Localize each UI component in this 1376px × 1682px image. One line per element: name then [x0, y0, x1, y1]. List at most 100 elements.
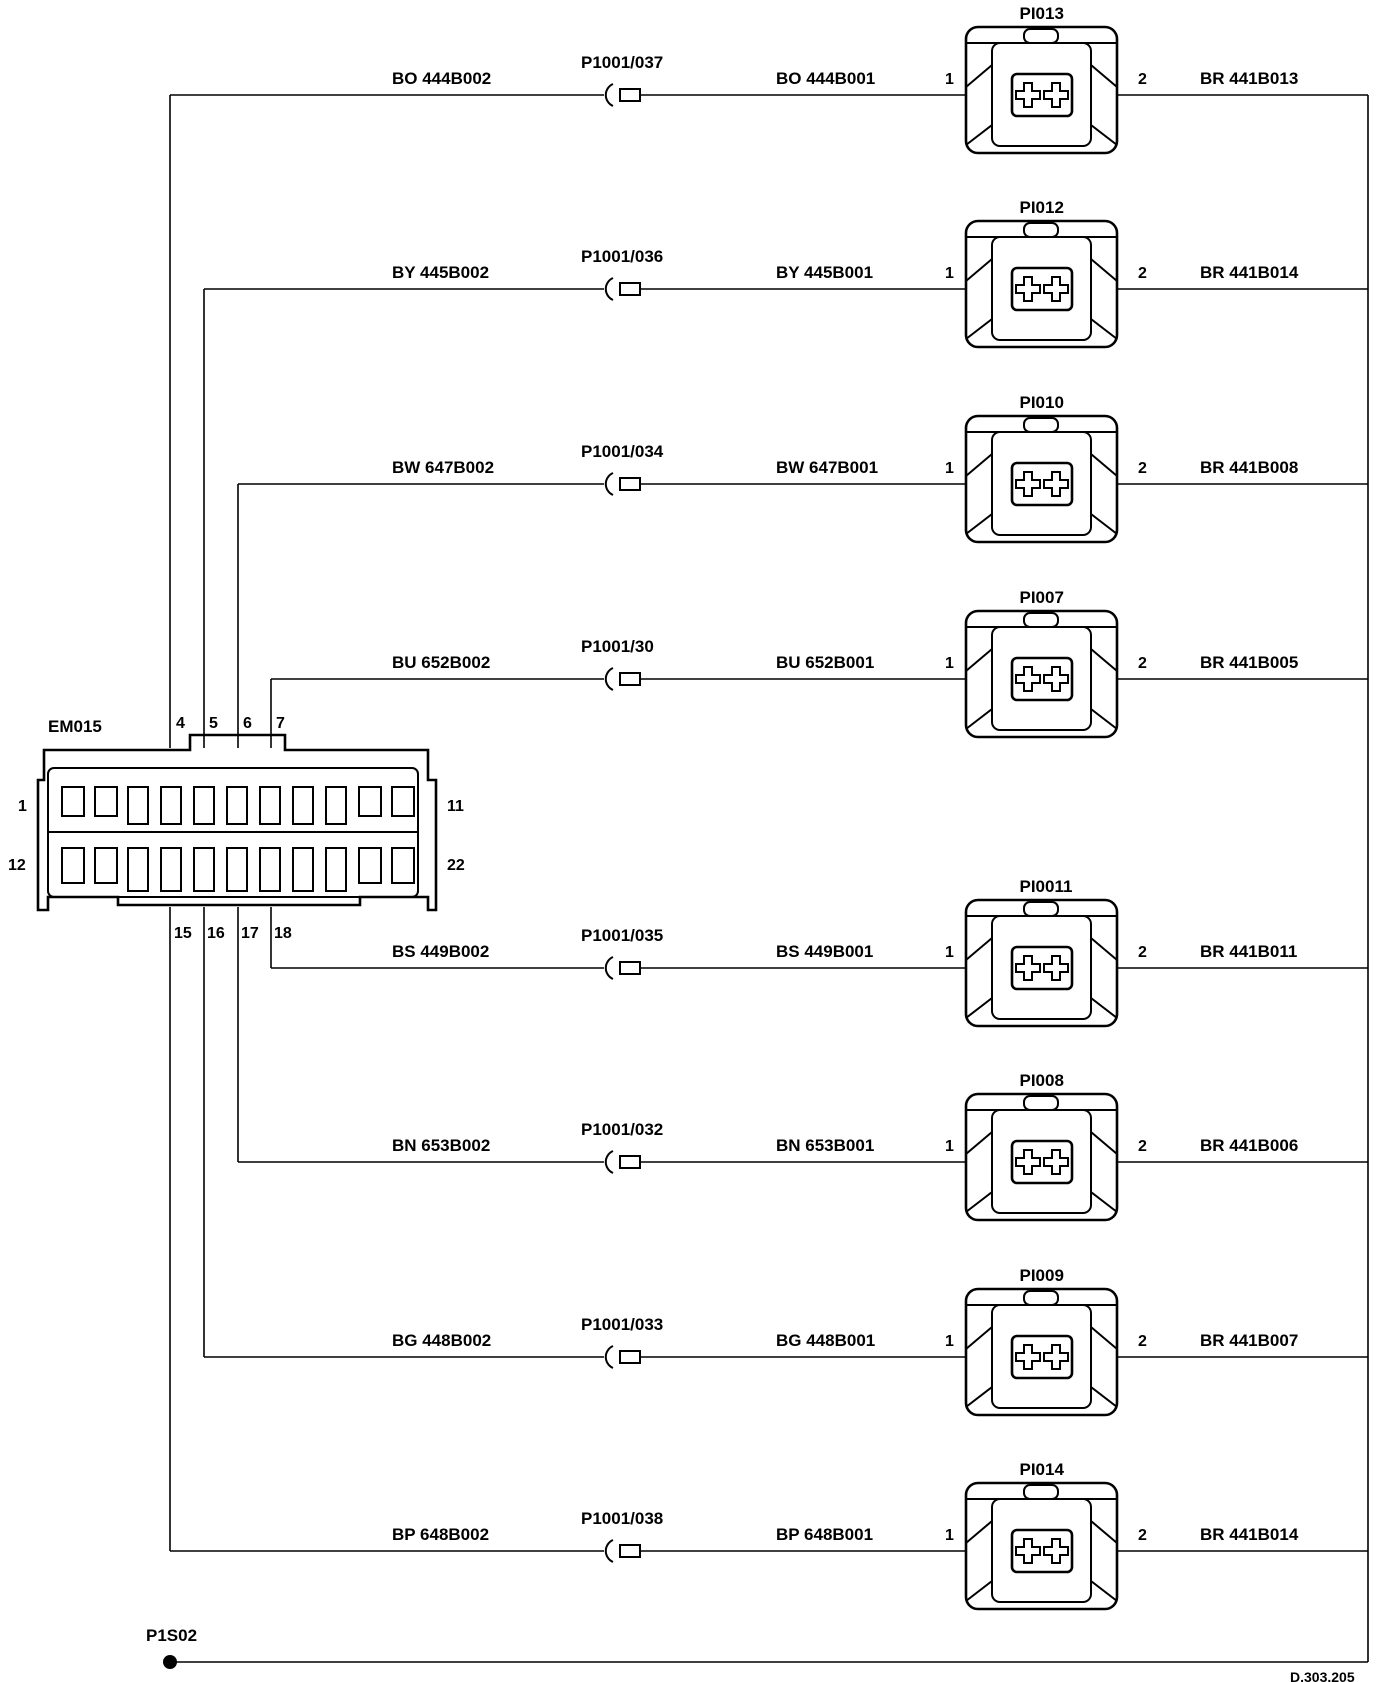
- inline-connector-male-icon: [619, 961, 641, 975]
- inline-connector-female-icon: [604, 1150, 614, 1174]
- component-housing: [964, 898, 1119, 1028]
- component-label: PI013: [1020, 4, 1064, 23]
- left-wire-label: BP 648B002: [392, 1525, 489, 1544]
- component-pin-2-label: 2: [1138, 944, 1147, 961]
- inline-connector-female-icon: [604, 1345, 614, 1369]
- left-wire-label: BU 652B002: [392, 653, 490, 672]
- terminal-pin-icon: [1015, 82, 1041, 108]
- connector-cavity: [391, 847, 415, 884]
- component-connector: [964, 898, 1119, 1028]
- terminal-pin-icon: [1015, 666, 1041, 692]
- return-wire-label: BR 441B007: [1200, 1331, 1298, 1350]
- left-wire-label: BY 445B002: [392, 263, 489, 282]
- inline-connector-male-icon: [619, 1155, 641, 1169]
- right-wire-label: BU 652B001: [776, 653, 874, 672]
- inline-connector-label: P1001/032: [581, 1120, 663, 1139]
- pin-label-22: 22: [447, 857, 465, 874]
- left-wire-label: BN 653B002: [392, 1136, 490, 1155]
- component-latch: [1023, 901, 1059, 917]
- component-pin-2-label: 2: [1138, 460, 1147, 477]
- connector-cavity: [193, 847, 215, 892]
- component-label: PI009: [1020, 1266, 1064, 1285]
- component-wedge-right: [1090, 451, 1118, 535]
- component-terminal-block: [1010, 461, 1074, 507]
- terminal-pin-icon: [1043, 1538, 1069, 1564]
- return-wire-label: BR 441B006: [1200, 1136, 1298, 1155]
- component-housing: [964, 219, 1119, 349]
- component-face: [991, 431, 1092, 536]
- component-pin-1-label: 1: [945, 1527, 954, 1544]
- terminal-pin-icon: [1043, 276, 1069, 302]
- component-housing: [964, 1481, 1119, 1611]
- return-wire-label: BR 441B005: [1200, 653, 1298, 672]
- pin-label-6: 6: [243, 715, 252, 732]
- inline-connector-female-icon: [604, 1539, 614, 1563]
- left-wire-label: BG 448B002: [392, 1331, 491, 1350]
- pin-label-11: 11: [447, 798, 464, 815]
- terminal-pin-icon: [1043, 1344, 1069, 1370]
- component-housing: [964, 25, 1119, 155]
- component-housing: [964, 414, 1119, 544]
- component-connector: [964, 1481, 1119, 1611]
- component-latch: [1023, 612, 1059, 628]
- connector-cavity: [127, 786, 149, 825]
- inline-connector-label: P1001/036: [581, 247, 663, 266]
- connector-em015-label: EM015: [48, 717, 102, 736]
- component-wedge-right: [1090, 62, 1118, 146]
- component-pin-2-label: 2: [1138, 71, 1147, 88]
- component-housing: [964, 1287, 1119, 1417]
- component-pin-1-label: 1: [945, 1333, 954, 1350]
- left-wire-label: BW 647B002: [392, 458, 494, 477]
- inline-connector-label: P1001/034: [581, 442, 664, 461]
- left-wire-label: BO 444B002: [392, 69, 491, 88]
- component-pin-2-label: 2: [1138, 1333, 1147, 1350]
- component-wedge-right: [1090, 256, 1118, 340]
- connector-cavity: [358, 786, 382, 817]
- component-terminal-block: [1010, 72, 1074, 118]
- return-wire-label: BR 441B008: [1200, 458, 1298, 477]
- inline-connector-male-icon: [619, 672, 641, 686]
- terminal-pin-icon: [1015, 1344, 1041, 1370]
- terminal-pin-icon: [1043, 82, 1069, 108]
- connector-cavity: [226, 786, 248, 825]
- component-connector: [964, 1287, 1119, 1417]
- connector-cavity: [61, 847, 85, 884]
- wires: [170, 95, 1369, 1663]
- right-wire-label: BS 449B001: [776, 942, 873, 961]
- component-connector: [964, 1092, 1119, 1222]
- inline-connector-male-icon: [619, 1350, 641, 1364]
- connector-cavity: [160, 786, 182, 825]
- connector-cavity: [226, 847, 248, 892]
- component-wedge-left: [965, 451, 993, 535]
- component-label: PI008: [1020, 1071, 1064, 1090]
- pin-label-5: 5: [209, 715, 218, 732]
- component-face: [991, 1498, 1092, 1603]
- component-pin-1-label: 1: [945, 265, 954, 282]
- component-pin-2-label: 2: [1138, 655, 1147, 672]
- pin-label-12: 12: [8, 857, 26, 874]
- inline-connector-female-icon: [604, 667, 614, 691]
- pin-label-17: 17: [241, 925, 259, 942]
- connector-cavity: [61, 786, 85, 817]
- component-wedge-right: [1090, 1518, 1118, 1602]
- right-wire-label: BG 448B001: [776, 1331, 875, 1350]
- component-label: PI010: [1020, 393, 1064, 412]
- inline-connector-male-icon: [619, 282, 641, 296]
- connector-cavity: [325, 847, 347, 892]
- left-wire-label: BS 449B002: [392, 942, 489, 961]
- component-pin-2-label: 2: [1138, 1138, 1147, 1155]
- right-wire-label: BP 648B001: [776, 1525, 873, 1544]
- component-terminal-block: [1010, 945, 1074, 991]
- component-pin-1-label: 1: [945, 460, 954, 477]
- component-wedge-right: [1090, 646, 1118, 730]
- component-label: PI007: [1020, 588, 1064, 607]
- pin-label-18: 18: [274, 925, 292, 942]
